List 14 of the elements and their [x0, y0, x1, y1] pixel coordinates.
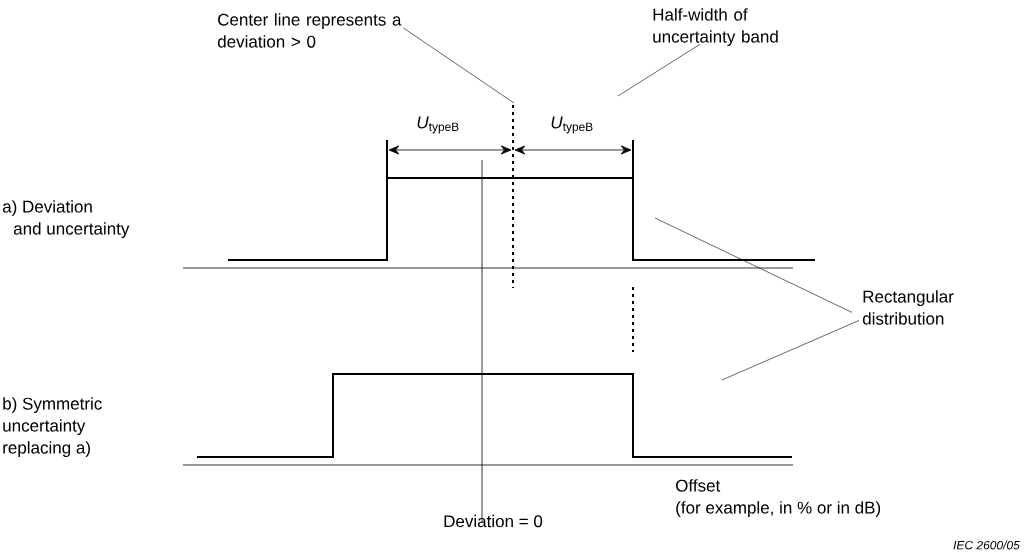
callout-text: Center line represents a deviation > 0 — [217, 13, 402, 48]
figure-number: IEC 2600/05 — [953, 540, 1020, 550]
callout-text: Rectangular distribution — [862, 290, 954, 325]
leader-line — [654, 217, 853, 313]
leader-line — [617, 43, 701, 97]
dimension-label: U$_{typeB}$ — [551, 116, 593, 134]
leader-line — [403, 27, 515, 104]
curve-label: b) Symmetric uncertainty replacing a) — [3, 397, 102, 458]
dimension-label: U$_{typeB}$ — [417, 116, 459, 134]
axis-label: Offset (for example, in % or in dB) — [676, 479, 881, 518]
axis-label: Deviation = 0 — [444, 514, 543, 528]
callout-text: Half-width of uncertainty band — [653, 8, 778, 47]
curve-label: a) Deviation and uncertainty — [2, 200, 130, 239]
leader-line — [721, 320, 860, 381]
